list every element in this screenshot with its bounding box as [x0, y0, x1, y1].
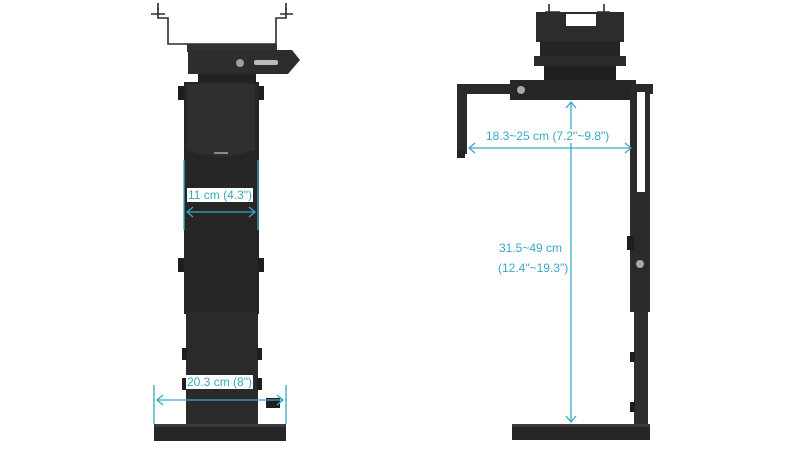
lower-arm	[182, 312, 262, 424]
vertical-arm	[627, 84, 650, 440]
mounting-bracket-wire	[151, 3, 293, 45]
base-plate	[154, 398, 286, 441]
side-clamp	[534, 12, 626, 80]
left-knob-lower	[178, 258, 184, 272]
depth-dimension-label: 18.3~25 cm (7.2"~9.8")	[485, 129, 611, 143]
height-dimension-label-in: (12.4"~19.3")	[497, 261, 570, 275]
base-dimension-label: 20.3 cm (8")	[186, 375, 253, 389]
height-dimension-line	[565, 100, 577, 424]
side-view	[457, 4, 653, 440]
left-knob-upper	[178, 86, 184, 100]
right-knob-lower	[258, 258, 264, 272]
base-dimension-line	[153, 385, 287, 424]
horizontal-arm	[457, 80, 653, 158]
depth-dimension-line	[467, 142, 633, 154]
swivel-plate	[187, 44, 300, 82]
side-base-plate	[512, 424, 650, 440]
width-dimension-line	[183, 160, 259, 230]
right-knob-upper	[258, 86, 264, 100]
brand-logo	[214, 152, 228, 154]
height-dimension-label-cm: 31.5~49 cm	[498, 241, 564, 255]
width-dimension-label: 11 cm (4.3")	[187, 188, 254, 202]
